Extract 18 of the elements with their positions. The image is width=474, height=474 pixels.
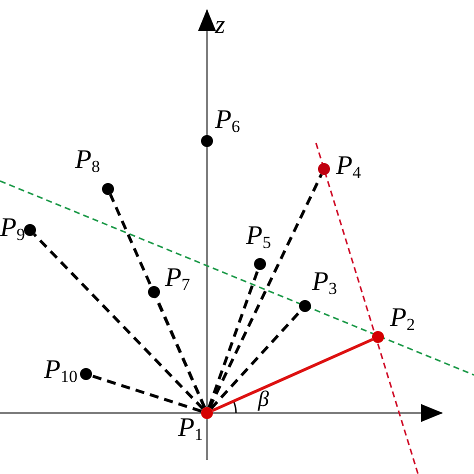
point-label: P$_{8}$: [75, 146, 100, 173]
point-label: P$_{6}$: [215, 106, 240, 133]
axis-label: z: [215, 12, 226, 38]
dashed-line: [208, 174, 323, 408]
dashed-line: [33, 233, 204, 410]
dashed-line: [91, 374, 202, 413]
point-label: P$_{5}$: [246, 222, 271, 249]
dashed-line: [208, 269, 260, 408]
point-label: P$_{4}$: [336, 152, 361, 179]
point-label: P$_{3}$: [312, 268, 337, 295]
dashed-line: [109, 194, 206, 408]
point-label: P$_{9}$: [0, 214, 25, 241]
point-label: P$_{1}$: [178, 414, 203, 441]
line-segment: [212, 338, 374, 412]
point-label: P$_{7}$: [165, 264, 190, 291]
point-label: P$_{2}$: [390, 304, 415, 331]
angle-label: β: [258, 388, 269, 410]
point-label: P$_{10}$: [44, 356, 78, 383]
